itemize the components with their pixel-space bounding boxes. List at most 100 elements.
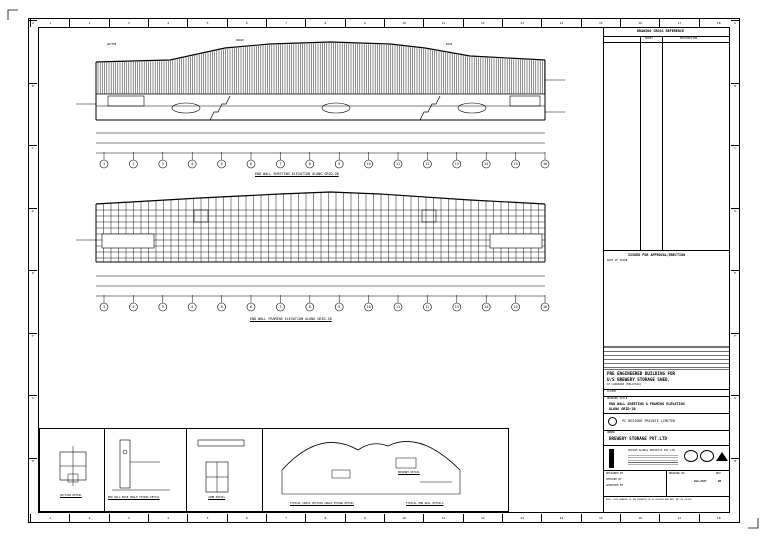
svg-text:6: 6	[250, 162, 252, 166]
cross-ref-rule2	[603, 42, 730, 43]
sheet-note: NOTE: THIS DRAWING IS THE PROPERTY OF PC…	[606, 499, 692, 501]
svg-text:11: 11	[396, 162, 400, 166]
svg-text:6: 6	[250, 305, 252, 309]
rule-client	[603, 389, 730, 390]
detail2-caption: END WALL BASE ANGLE FIXING DETAIL	[108, 496, 160, 499]
svg-text:3: 3	[162, 305, 164, 309]
rule-owner	[603, 430, 730, 431]
detail-divider-3	[262, 428, 263, 512]
rule-title	[603, 396, 730, 397]
svg-text:2: 2	[132, 305, 134, 309]
sheet-outer-border	[28, 18, 740, 523]
drawing-title-1: END WALL SHEETING & FRAMING ELEVATION	[609, 402, 685, 406]
contractor-text-block	[628, 455, 678, 467]
title-block	[603, 27, 730, 513]
designed-by: DESIGNED BY	[606, 472, 624, 475]
label-gutter-left: GUTTER	[107, 43, 117, 46]
contractor-logo-3	[716, 452, 728, 461]
contractor-name: SHIVAM GLOBAL PROJECTS PVT LTD	[628, 449, 675, 452]
svg-text:14: 14	[484, 305, 488, 309]
cross-ref-col1: SHEET	[645, 37, 653, 40]
cross-ref-rule	[603, 36, 730, 37]
label-eave: EAVE	[446, 43, 453, 46]
elevation2-caption: END WALL FRAMING ELEVATION ALONG GRID-2B	[250, 317, 332, 321]
detail6-caption: MASONRY DETAIL	[398, 471, 420, 474]
sign-vline	[666, 470, 667, 496]
svg-text:10: 10	[367, 162, 371, 166]
svg-text:3: 3	[162, 162, 164, 166]
svg-text:12: 12	[425, 162, 429, 166]
issue-rule-top	[603, 250, 730, 251]
svg-text:8: 8	[309, 305, 311, 309]
contractor-bar	[609, 449, 614, 468]
cross-ref-col2: DESCRIPTION	[680, 37, 698, 40]
revision-table	[603, 346, 730, 370]
drawing-no-label: DRAWING NO	[669, 472, 685, 475]
rev-value: R0	[718, 480, 722, 483]
svg-text:9: 9	[338, 305, 340, 309]
owner-name: BREWERY STORAGE PVT.LTD	[609, 436, 667, 441]
checked-by: CHECKED BY	[606, 478, 622, 481]
contractor-logo-2	[700, 450, 714, 462]
project-line2: U/S BREWERY STORAGE SHED,	[607, 377, 671, 382]
svg-text:5: 5	[221, 162, 223, 166]
svg-text:1: 1	[103, 162, 105, 166]
svg-text:15: 15	[514, 162, 518, 166]
svg-text:12: 12	[425, 305, 429, 309]
svg-text:7: 7	[279, 305, 281, 309]
cross-ref-vline2	[662, 36, 663, 250]
rule-contractor	[603, 445, 730, 446]
svg-text:13: 13	[455, 305, 459, 309]
svg-text:2: 2	[132, 162, 134, 166]
company-logo	[608, 417, 617, 426]
svg-text:11: 11	[396, 305, 400, 309]
detail-divider-2	[186, 428, 187, 512]
contractor-logo-1	[684, 450, 698, 462]
owner-label: OWNER	[607, 431, 615, 434]
svg-text:13: 13	[455, 162, 459, 166]
svg-text:8: 8	[309, 162, 311, 166]
svg-text:10: 10	[367, 305, 371, 309]
svg-text:1: 1	[103, 305, 105, 309]
client-label: CLIENT	[607, 390, 617, 393]
details-strip	[39, 428, 509, 512]
drawing-title-label: DRAWING TITLE	[607, 397, 628, 400]
svg-text:16: 16	[543, 305, 547, 309]
svg-text:5: 5	[221, 305, 223, 309]
cross-ref-vline1	[640, 36, 641, 250]
detail3-caption: JAMB DETAIL	[208, 496, 226, 499]
svg-text:14: 14	[484, 162, 488, 166]
issue-date: DATE OF ISSUE	[607, 259, 628, 262]
rev-label: REV	[716, 472, 721, 475]
issue-label: ISSUED FOR APPROVAL/ERECTION	[628, 253, 686, 257]
rule-company	[603, 413, 730, 414]
svg-text:9: 9	[338, 162, 340, 166]
svg-text:4: 4	[191, 305, 193, 309]
svg-text:15: 15	[514, 305, 518, 309]
company-name: PC DESIGNS PRIVATE LIMITED	[622, 419, 676, 423]
detail5-caption: TYPICAL END WALL DETAILS	[406, 502, 444, 505]
detail1-caption: SECTION DETAIL	[60, 494, 82, 497]
label-ridge: RIDGE	[236, 39, 244, 42]
project-line3: AT LANGKAWI (MALAYSIA)	[607, 383, 642, 386]
approved-by: APPROVED BY	[606, 484, 624, 487]
svg-text:16: 16	[543, 162, 547, 166]
rule-note	[603, 496, 730, 497]
detail4-caption: TYPICAL CROSS SECTION ANGLE FIXING DETAI…	[290, 502, 355, 505]
drawing-title-2: ALONG GRID-2B	[609, 407, 636, 411]
drawing-no: SGA-2387	[694, 480, 707, 483]
svg-text:7: 7	[279, 162, 281, 166]
cross-ref-header: DRAWING CROSS REFERENCE	[637, 29, 684, 33]
elevation1-caption: END WALL SHEETING ELEVATION ALONG GRID-2…	[255, 172, 339, 176]
project-line1: PRE ENGINEERED BUILDING FOR	[607, 371, 676, 376]
detail-divider-1	[104, 428, 105, 512]
svg-text:4: 4	[191, 162, 193, 166]
